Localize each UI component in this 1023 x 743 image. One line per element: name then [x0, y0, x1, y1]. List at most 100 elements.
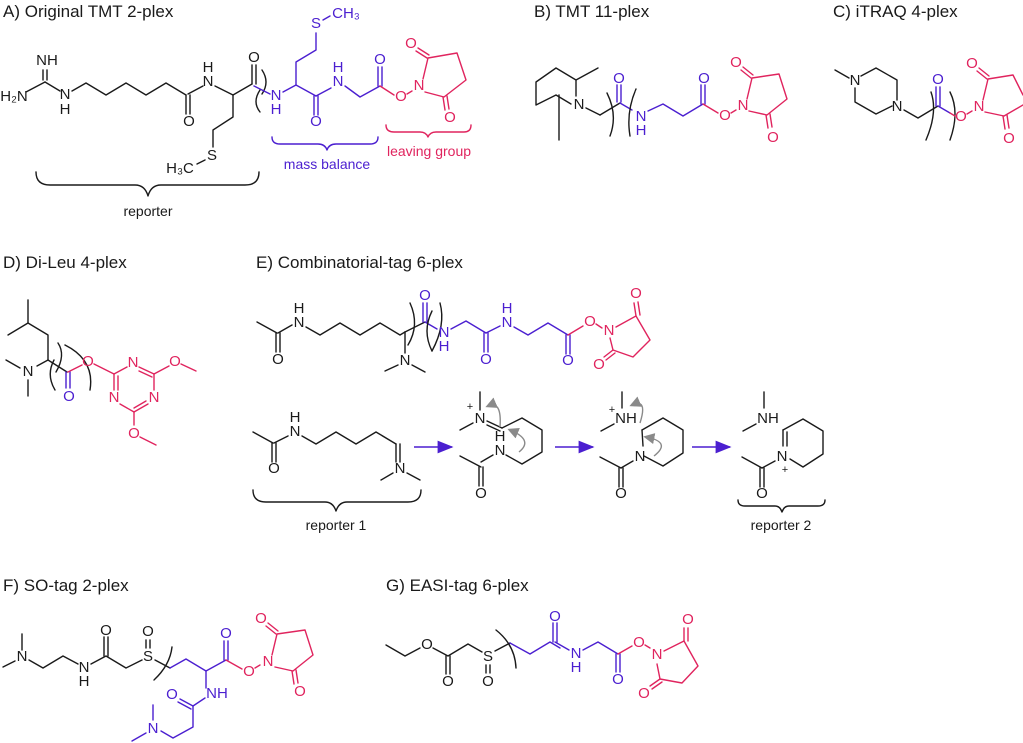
atom: O [756, 485, 768, 502]
atom: NH [206, 685, 228, 702]
atom: N [652, 646, 663, 663]
atom: O [630, 285, 642, 302]
atom: N [574, 96, 585, 113]
atom: O [100, 622, 112, 639]
atom: H [495, 428, 506, 445]
atom: O [1003, 130, 1015, 147]
panel-g: G) EASI-tag 6-plex O O S O O N H O O N [385, 576, 699, 702]
electron-arrow [485, 397, 501, 428]
panel-a-leaving-group-structure: O N O O [379, 35, 467, 126]
atom: O [593, 356, 605, 373]
atom: O [294, 683, 306, 700]
atom: CH₃ [332, 5, 360, 22]
atom: N [203, 73, 214, 90]
atom: O [719, 107, 731, 124]
atom: N [635, 448, 646, 465]
mass-balance-label: mass balance [284, 156, 371, 172]
atom: O [966, 55, 978, 72]
atom: NH [36, 52, 58, 69]
panel-f-structure: N N H O S O NH O N O O [2, 610, 314, 742]
atom: O [615, 485, 627, 502]
atom: O [166, 686, 178, 703]
atom: S [207, 147, 217, 164]
atom: O [482, 673, 494, 690]
atom: N [571, 645, 582, 662]
atom: H [60, 101, 71, 118]
atom: N [333, 73, 344, 90]
panel-a-reporter-structure: NH H₂N N H O N H O S H₃C [0, 49, 267, 177]
panel-g-structure: O O S O O N H O O N O O [385, 608, 699, 702]
reporter2-brace [737, 499, 826, 513]
leaving-group-brace [385, 124, 472, 138]
atom: O [268, 460, 280, 477]
atom: N [475, 410, 486, 427]
atom: S [483, 648, 493, 665]
atom: N [636, 108, 647, 125]
atom: O [183, 113, 195, 130]
reporter-brace [35, 171, 260, 197]
reporter-label: reporter [123, 203, 172, 219]
atom: O [475, 485, 487, 502]
atom: H [571, 659, 582, 676]
atom: H [439, 338, 450, 355]
atom: H [203, 59, 214, 76]
panel-d-title: D) Di-Leu 4-plex [3, 253, 127, 272]
electron-arrow [643, 433, 663, 457]
atom: O [220, 625, 232, 642]
reporter1-brace [252, 489, 422, 512]
atom: N [109, 389, 120, 406]
panel-c-title: C) iTRAQ 4-plex [833, 2, 958, 21]
atom: N [263, 653, 274, 670]
atom: N [128, 354, 139, 371]
leaving-group-label: leaving group [387, 143, 471, 159]
atom: O [633, 634, 645, 651]
atom: N [17, 648, 28, 665]
panel-a-title: A) Original TMT 2-plex [3, 2, 174, 21]
atom: N [495, 442, 506, 459]
atom: O [128, 425, 140, 442]
atom: N [400, 352, 411, 369]
atom: H [333, 59, 344, 76]
atom: N [23, 363, 34, 380]
atom: O [421, 636, 433, 653]
atom: O [612, 671, 624, 688]
atom: N [395, 460, 406, 477]
atom: O [272, 351, 284, 368]
atom: O [63, 388, 75, 405]
panel-a: A) Original TMT 2-plex NH H₂N N H O N H … [0, 2, 472, 219]
atom: O [255, 610, 267, 627]
atom: N [271, 87, 282, 104]
charge: + [609, 404, 615, 416]
atom: O [730, 54, 742, 71]
atom: NH [757, 410, 779, 427]
electron-arrow [629, 396, 644, 424]
atom: S [311, 15, 321, 32]
reporter2-label: reporter 2 [751, 517, 812, 533]
panel-c-structure: N N O O N O O [834, 55, 1023, 147]
atom: N [148, 720, 159, 737]
atom: O [374, 51, 386, 68]
panel-e-title: E) Combinatorial-tag 6-plex [256, 253, 463, 272]
atom: S [143, 648, 153, 665]
atom: O [584, 313, 596, 330]
atom: N [439, 324, 450, 341]
atom: O [682, 611, 694, 628]
atom: H [79, 673, 90, 690]
panel-a-mass-balance-structure: N H S CH₃ O N H O [253, 5, 386, 130]
atom: O [169, 353, 181, 370]
atom: N [414, 77, 425, 94]
atom: O [444, 109, 456, 126]
atom: N [290, 423, 301, 440]
panel-e-tag-structure: O N H N O N H O N H O [256, 285, 651, 373]
atom: O [82, 353, 94, 370]
atom: O [932, 71, 944, 88]
atom: N [502, 314, 513, 331]
electron-arrow [507, 428, 526, 453]
panel-f: F) SO-tag 2-plex N N H O S O NH O N [2, 576, 314, 742]
panel-f-title: F) SO-tag 2-plex [3, 576, 129, 595]
atom: H [294, 300, 305, 317]
atom: O [405, 35, 417, 52]
atom: O [419, 287, 431, 304]
atom: N [892, 98, 903, 115]
